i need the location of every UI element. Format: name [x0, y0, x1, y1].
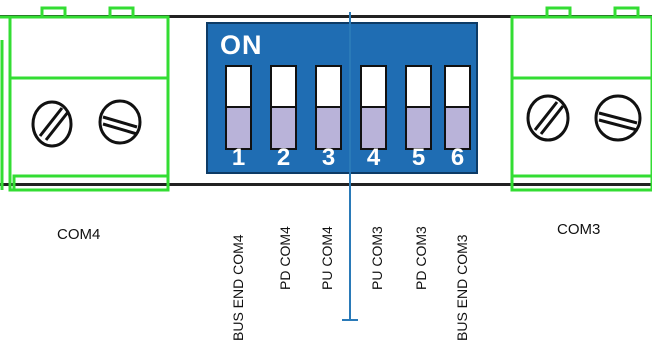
switch-lever — [227, 105, 250, 148]
switch-label-pd-com3: PD COM3 — [413, 226, 429, 290]
switch-label-pu-com4: PU COM4 — [319, 226, 335, 290]
dip-switch-3[interactable] — [315, 65, 342, 150]
screw-icon — [31, 100, 73, 148]
switch-number-5: 5 — [411, 144, 426, 171]
dip-switch-5[interactable] — [405, 65, 432, 150]
switch-lever — [272, 105, 295, 148]
screw-icon — [98, 99, 142, 145]
dip-switch-2[interactable] — [270, 65, 297, 150]
dip-switch-4[interactable] — [360, 65, 387, 150]
switch-label-pd-com4: PD COM4 — [277, 226, 293, 290]
terminal-block-com4 — [0, 0, 175, 200]
switch-label-bus-end-com3: BUS END COM3 — [454, 234, 470, 341]
com-divider-foot — [342, 319, 358, 321]
com3-label: COM3 — [557, 221, 601, 238]
dip-switch: ON 1 2 3 4 5 6 — [206, 22, 478, 174]
com-divider-line — [349, 12, 351, 320]
dip-switch-1[interactable] — [225, 65, 252, 150]
switch-number-4: 4 — [366, 144, 381, 171]
dip-switch-6[interactable] — [444, 65, 471, 150]
switch-lever — [407, 105, 430, 148]
switch-label-bus-end-com4: BUS END COM4 — [230, 234, 246, 341]
screw-icon — [526, 94, 570, 142]
pcb-edge-bottom — [0, 183, 652, 186]
switch-lever — [317, 105, 340, 148]
switch-number-1: 1 — [231, 144, 246, 171]
switch-number-3: 3 — [321, 144, 336, 171]
com4-label: COM4 — [57, 226, 101, 243]
switch-number-2: 2 — [276, 144, 291, 171]
switch-lever — [362, 105, 385, 148]
terminal-block-com3 — [505, 0, 652, 200]
switch-lever — [446, 105, 469, 148]
pcb-edge-top — [0, 15, 652, 18]
screw-icon — [594, 94, 642, 142]
dip-on-label: ON — [220, 30, 263, 60]
switch-number-6: 6 — [450, 144, 465, 171]
switch-label-pu-com3: PU COM3 — [369, 226, 385, 290]
